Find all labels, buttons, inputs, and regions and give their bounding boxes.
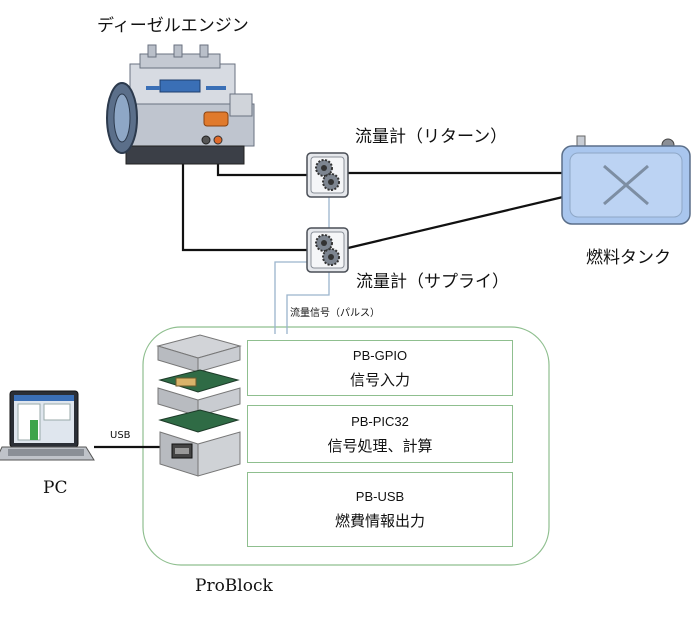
module-desc: 燃費情報出力 [334,512,425,530]
fuel-tank-icon [561,135,691,225]
laptop-icon [0,390,95,461]
module-box-pb-usb: PB-USB 燃費情報出力 [247,472,513,547]
module-box-pb-pic32: PB-PIC32 信号処理、計算 [247,405,513,463]
fuel-tank-label: 燃料タンク [586,248,671,268]
module-name: PB-USB [355,489,405,504]
engine-label: ディーゼルエンジン [97,16,249,36]
flowmeter-return-icon [306,152,349,198]
problock-label: ProBlock [195,576,273,596]
module-box-pb-gpio: PB-GPIO 信号入力 [247,340,513,396]
flowmeter-supply-label: 流量計（サプライ） [356,272,509,292]
flowmeter-return-label: 流量計（リターン） [355,127,508,147]
usb-label: USB [110,430,131,441]
pc-label: PC [43,478,68,498]
module-name: PB-PIC32 [351,414,409,429]
signal-label: 流量信号（パルス） [290,308,380,319]
module-name: PB-GPIO [352,348,408,363]
module-desc: 信号入力 [349,371,410,389]
module-desc: 信号処理、計算 [327,437,433,455]
engine-illustration [106,44,255,165]
problock-hardware-icon [156,334,242,477]
flowmeter-supply-icon [306,227,349,273]
